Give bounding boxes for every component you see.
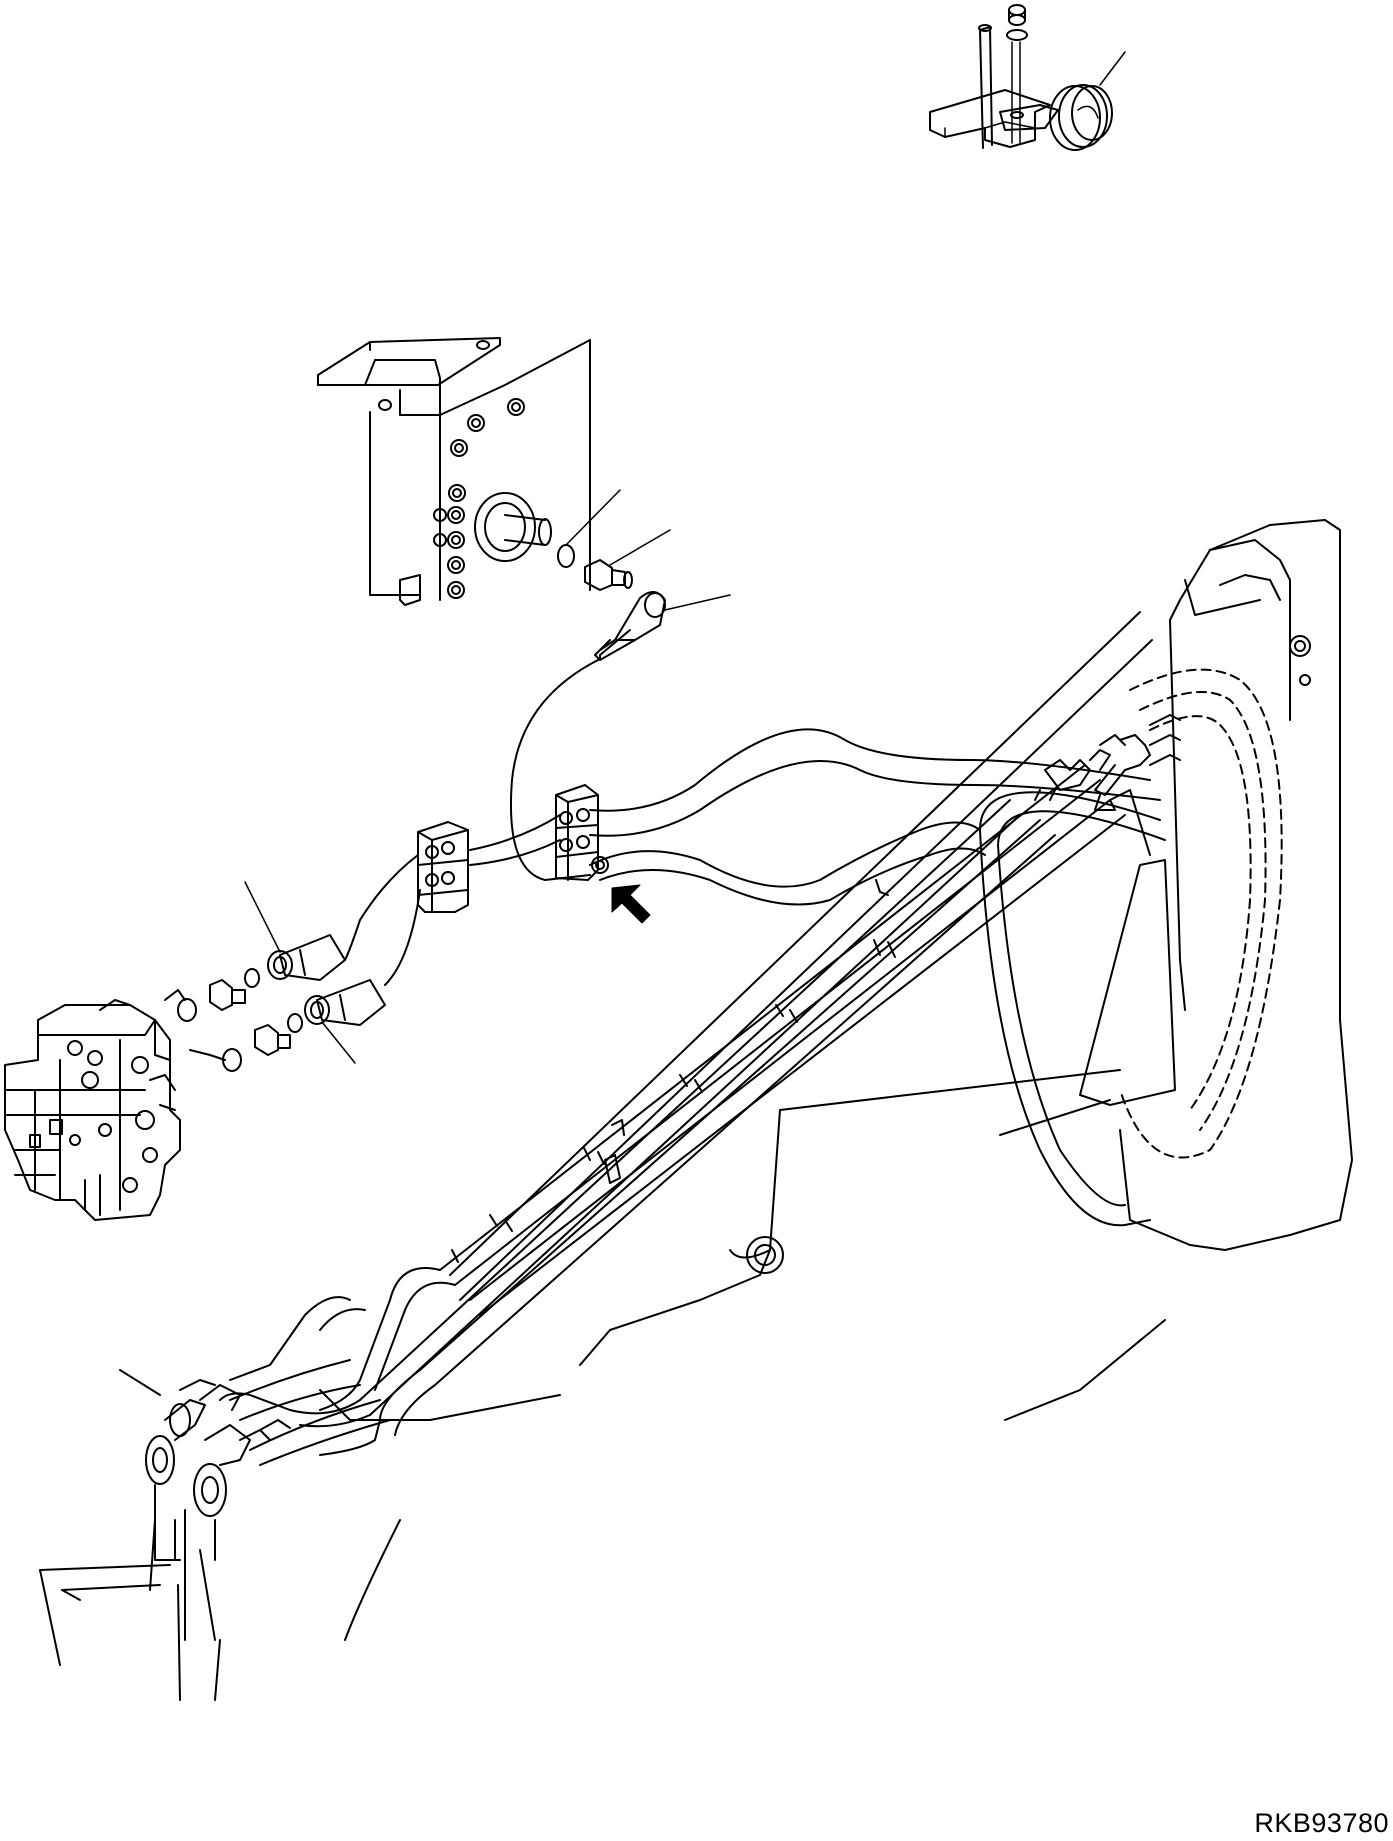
valve-block-body xyxy=(370,340,590,600)
view-direction-arrow xyxy=(612,885,650,923)
clamp-nut xyxy=(1009,5,1025,25)
boom-head xyxy=(1120,520,1352,1250)
upper-hose-end xyxy=(268,935,345,980)
adapter-upper xyxy=(585,560,632,590)
boom-lower-edge xyxy=(580,1070,1120,1365)
hidden-hose-loop xyxy=(1120,670,1282,1158)
hose-from-elbow xyxy=(511,660,598,880)
boom-upper-edge xyxy=(450,612,1140,1275)
clamp-washer xyxy=(1007,30,1027,40)
boom-head-hose-fittings xyxy=(1035,715,1180,810)
hose-clamp-front xyxy=(418,822,468,912)
valve-outlet-boss xyxy=(475,493,535,561)
o-ring-lower-1 xyxy=(245,969,259,987)
boom-pipes xyxy=(220,765,1125,1455)
clamp-base-plate xyxy=(930,90,1050,147)
valve-port-fittings xyxy=(434,399,524,598)
upper-fitting-set xyxy=(558,545,665,660)
clamp-tab xyxy=(1000,105,1058,130)
o-ring-callout xyxy=(566,490,620,545)
o-ring-upper xyxy=(558,545,574,567)
o-ring-lower-2 xyxy=(288,1014,302,1032)
upper-hose-end-callout xyxy=(245,882,280,952)
clamp-inset xyxy=(930,5,1112,150)
hose-upper-pair-2 xyxy=(980,792,1160,1225)
adapter-lower-2 xyxy=(255,1025,290,1055)
hose-upper-pair-1 xyxy=(590,729,1150,810)
elbow-hose-end xyxy=(595,592,665,660)
lower-hose-end xyxy=(305,980,385,1025)
callout-leaders xyxy=(245,52,1125,1063)
lower-fitting-set xyxy=(178,855,420,1071)
valve-block xyxy=(318,338,590,605)
control-valve xyxy=(5,990,225,1220)
valve-mount-bracket xyxy=(365,360,440,415)
elbow-hose-end-callout xyxy=(665,595,730,610)
clamp-callout xyxy=(1100,52,1125,85)
boom-foot-fittings xyxy=(40,1360,390,1665)
hose-clamp-rear xyxy=(556,785,608,880)
lower-hose-end-callout xyxy=(322,1022,355,1063)
adapter-lower-1 xyxy=(210,980,245,1010)
drawing-reference-code: RKB93780 xyxy=(1254,1808,1389,1838)
adapter-callout xyxy=(610,530,670,565)
hydraulic-hoses xyxy=(470,660,1165,1225)
boom-structure xyxy=(175,520,1352,1700)
